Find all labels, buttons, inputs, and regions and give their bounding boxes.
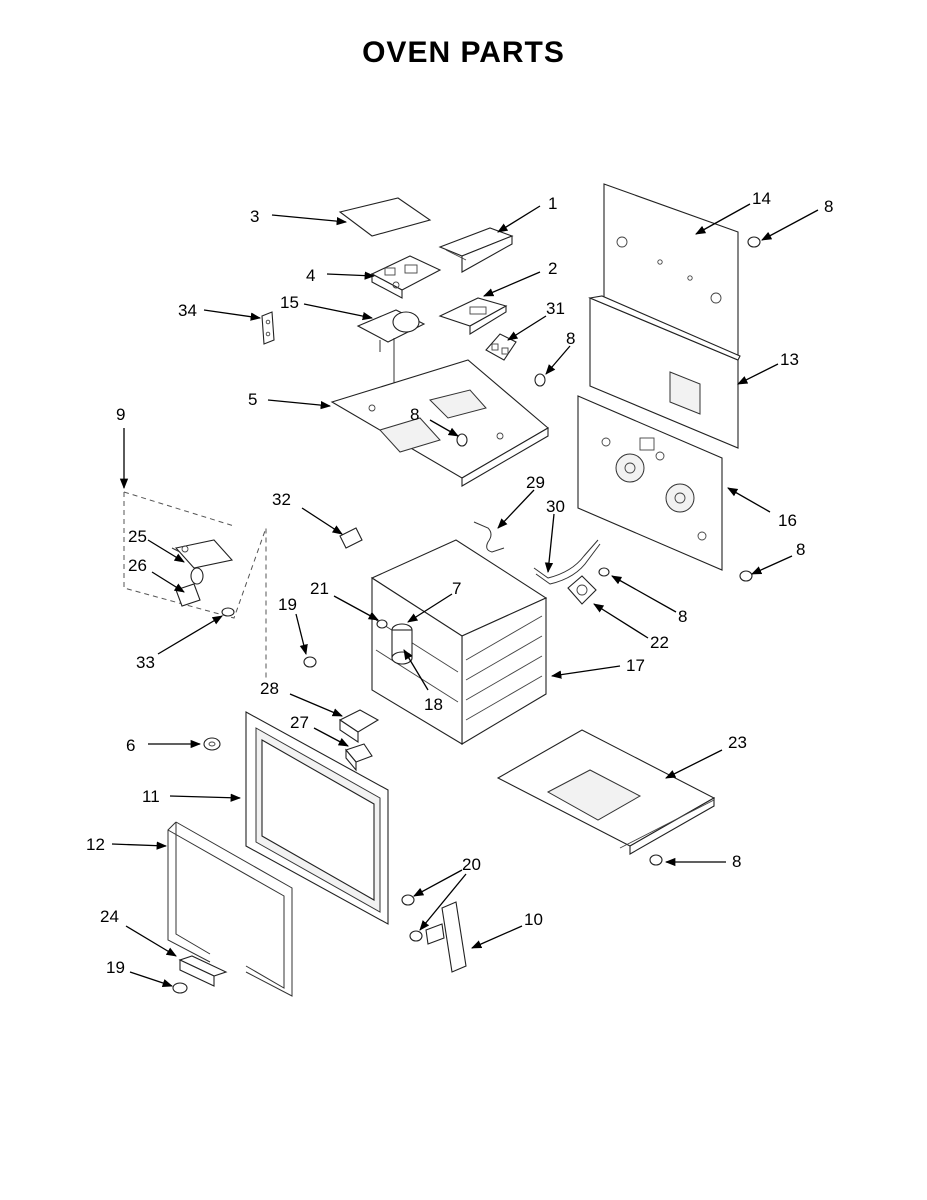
callout-6: 6 [126, 736, 135, 755]
part-20-screws [401, 894, 423, 942]
leader-lines [111, 203, 819, 987]
callout-8-c: 8 [410, 405, 419, 424]
part-24-hinge [178, 955, 228, 987]
bolt-8-f [649, 854, 663, 866]
callout-31: 31 [546, 299, 565, 318]
callout-1: 1 [548, 194, 557, 213]
part-6-knob [203, 737, 221, 751]
callout-8-f: 8 [732, 852, 741, 871]
callout-12: 12 [86, 835, 105, 854]
part-22-gasket [567, 575, 597, 605]
page-title: OVEN PARTS [362, 36, 565, 69]
part-11-door-frame [245, 711, 389, 925]
part-10-hinge-bracket [425, 901, 467, 973]
part-33-screw [221, 607, 235, 617]
callout-14: 14 [752, 189, 771, 208]
callout-21: 21 [310, 579, 329, 598]
callout-5: 5 [248, 390, 257, 409]
part-3-cover-sheet [338, 197, 432, 237]
part-19-screw-lower [172, 982, 188, 994]
part-15-motor-assembly [356, 309, 426, 440]
callout-8-d: 8 [796, 540, 805, 559]
callout-10: 10 [524, 910, 543, 929]
callout-24: 24 [100, 907, 119, 926]
part-34-small-bracket [261, 311, 275, 345]
callout-18: 18 [424, 695, 443, 714]
bolt-8-a [747, 236, 761, 248]
part-29-tube [473, 521, 505, 553]
callout-19-b: 19 [106, 958, 125, 977]
callout-22: 22 [650, 633, 669, 652]
part-23-bottom-tray [496, 729, 716, 855]
callout-32: 32 [272, 490, 291, 509]
part-26-knob [175, 567, 204, 607]
callout-4: 4 [306, 266, 315, 285]
callout-23: 23 [728, 733, 747, 752]
callout-28: 28 [260, 679, 279, 698]
part-17-oven-cavity [370, 539, 548, 745]
callout-2: 2 [548, 259, 557, 278]
part-4-control-board [370, 255, 442, 299]
part-13-panel [588, 295, 741, 449]
part-19-screw-upper [303, 656, 317, 668]
callout-25: 25 [128, 527, 147, 546]
callout-27: 27 [290, 713, 309, 732]
part-2-bracket [438, 297, 508, 335]
callout-34: 34 [178, 301, 197, 320]
callout-33: 33 [136, 653, 155, 672]
callout-13: 13 [780, 350, 799, 369]
callout-labels: 1 2 3 4 5 6 7 8 8 8 8 8 8 9 10 11 12 13 … [86, 189, 833, 977]
part-5-top-plate [330, 359, 549, 487]
part-16-rear-cover [577, 395, 723, 571]
bolt-8-c [456, 433, 468, 447]
part-30-wire-harness [533, 539, 601, 585]
callout-11: 11 [142, 787, 160, 806]
callout-17: 17 [626, 656, 645, 675]
callout-30: 30 [546, 497, 565, 516]
callout-19-a: 19 [278, 595, 297, 614]
callout-8-e: 8 [678, 607, 687, 626]
callout-7: 7 [452, 579, 461, 598]
callout-20: 20 [462, 855, 481, 874]
callout-8-b: 8 [566, 329, 575, 348]
part-25-switch [171, 539, 234, 569]
callout-8-a: 8 [824, 197, 833, 216]
callout-15: 15 [280, 293, 299, 312]
callout-29: 29 [526, 473, 545, 492]
bolt-8-d [739, 570, 753, 582]
callout-26: 26 [128, 556, 147, 575]
part-32-clip [339, 527, 363, 549]
part-27-block [345, 743, 373, 772]
callout-9: 9 [116, 405, 125, 424]
bolt-8-e [598, 567, 610, 577]
part-28-bracket [338, 709, 380, 744]
callout-3: 3 [250, 207, 259, 226]
part-1-channel [438, 227, 514, 273]
part-21-screw [376, 619, 388, 629]
bolt-8-b [534, 373, 546, 387]
part-12-door-gasket [167, 821, 293, 997]
callout-16: 16 [778, 511, 797, 530]
part-9-bracket-group-outline [123, 491, 267, 680]
